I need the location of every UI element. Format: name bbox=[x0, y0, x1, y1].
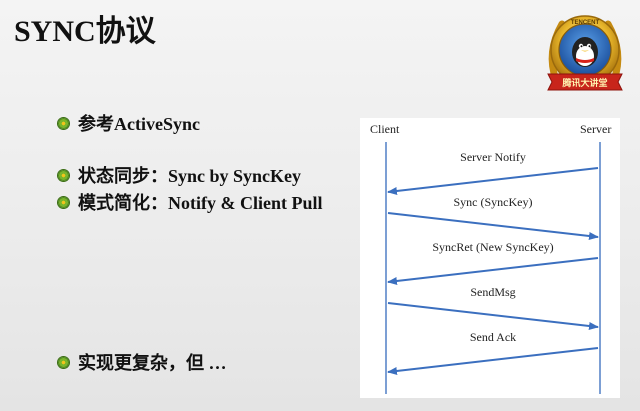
message-label-4: SendMsg bbox=[470, 285, 515, 299]
bullet-icon bbox=[58, 117, 69, 129]
tencent-logo: TENCENT 腾讯大讲堂 bbox=[547, 15, 623, 91]
message-arrow-3 bbox=[387, 257, 599, 285]
bullet-item-1: 参考ActiveSync bbox=[58, 110, 200, 136]
message-label-2: Sync (SyncKey) bbox=[454, 195, 533, 209]
message-label-3: SyncRet (New SyncKey) bbox=[432, 240, 553, 254]
server-label: Server bbox=[580, 122, 611, 136]
message-arrow-4 bbox=[387, 302, 599, 330]
bullet-text: 实现更复杂，但 … bbox=[78, 353, 227, 373]
bullet-icon bbox=[58, 196, 69, 208]
bullet-item-2: 状态同步：Sync by SyncKey bbox=[58, 162, 301, 188]
logo-banner-text: 腾讯大讲堂 bbox=[561, 77, 607, 89]
bullet-text: 状态同步：Sync by SyncKey bbox=[78, 166, 302, 186]
bullet-icon bbox=[58, 356, 69, 368]
slide-title: SYNC协议 bbox=[14, 15, 156, 48]
bullet-item-4: 实现更复杂，但 … bbox=[58, 349, 227, 375]
logo-top-text: TENCENT bbox=[571, 20, 600, 26]
bullet-text: 模式简化：Notify & Client Pull bbox=[78, 193, 323, 213]
client-label: Client bbox=[370, 122, 400, 136]
message-arrow-5 bbox=[387, 347, 599, 375]
bullet-icon bbox=[58, 169, 69, 181]
bullet-item-3: 模式简化：Notify & Client Pull bbox=[58, 189, 323, 215]
message-label-1: Server Notify bbox=[460, 150, 526, 164]
message-label-5: Send Ack bbox=[470, 330, 516, 344]
message-arrow-2 bbox=[387, 212, 599, 240]
message-arrow-1 bbox=[387, 167, 599, 195]
bullet-text: 参考ActiveSync bbox=[78, 114, 200, 134]
